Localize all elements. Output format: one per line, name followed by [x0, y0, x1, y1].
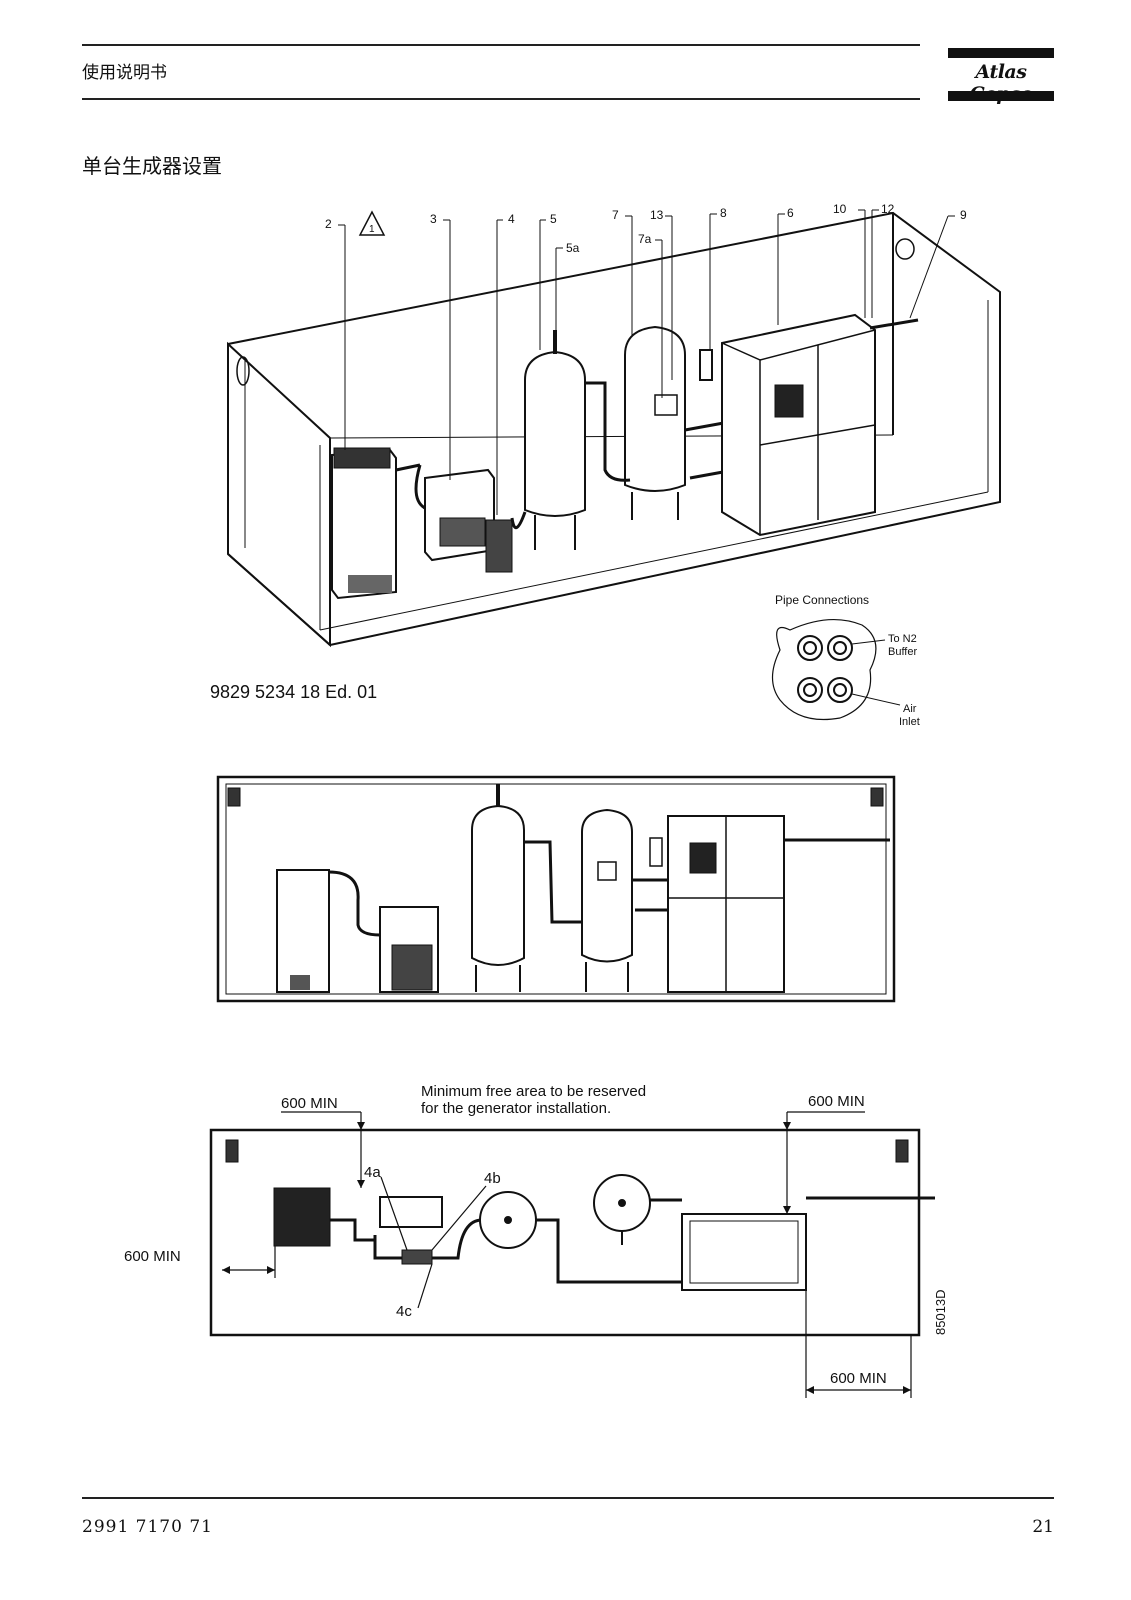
- pipe-connections-inset: Pipe Connections To N2 Buffer Air Inlet: [771, 593, 920, 728]
- callout-2: 2: [325, 217, 332, 231]
- section-title: 单台生成器设置: [82, 154, 222, 178]
- svg-text:Buffer: Buffer: [888, 646, 917, 658]
- callout-8: 8: [720, 206, 727, 220]
- callout-3: 3: [430, 212, 437, 226]
- dim-top-left: 600 MIN: [281, 1095, 338, 1112]
- callout-6: 6: [787, 206, 794, 220]
- container-outline: [227, 211, 1001, 648]
- filter-plan: [373, 1196, 483, 1265]
- dryer-unit: [331, 447, 421, 600]
- svg-text:Pipe Connections: Pipe Connections: [775, 593, 869, 607]
- drawing-number: 85013D: [933, 1289, 948, 1335]
- callout-7: 7: [612, 208, 619, 222]
- generator-plan: [681, 1196, 935, 1291]
- dryer-front: [276, 869, 381, 993]
- air-receiver-tank: [510, 330, 586, 550]
- warning-triangle-icon: [358, 210, 386, 236]
- isometric-layout-figure: 2 1 3 4 5 5a 7 13 7a 8 6 10 12 9 9829 52…: [210, 202, 1001, 728]
- outlet-filter: [684, 349, 747, 480]
- document-number: 2991 7170 71: [82, 1517, 213, 1537]
- dryer-plan: [273, 1187, 375, 1247]
- warning-number: 1: [369, 224, 375, 235]
- svg-text:To N2: To N2: [888, 633, 917, 645]
- callout-10: 10: [833, 202, 847, 216]
- header-bottom-rule: [82, 98, 920, 100]
- dim-bottom: 600 MIN: [830, 1370, 887, 1387]
- dim-left: 600 MIN: [124, 1248, 181, 1265]
- nitrogen-tank-plan: [593, 1174, 682, 1245]
- nitrogen-tank-front: [581, 808, 670, 992]
- page-number: 21: [1032, 1517, 1054, 1537]
- svg-text:Inlet: Inlet: [899, 716, 920, 728]
- callout-5a: 5a: [566, 241, 580, 255]
- label-4c: 4c: [396, 1303, 412, 1320]
- callout-13: 13: [650, 208, 664, 222]
- callout-leaders: [338, 209, 955, 515]
- callout-4: 4: [508, 212, 515, 226]
- filter-panel: [414, 464, 513, 573]
- label-4a: 4a: [364, 1164, 381, 1181]
- manual-title: 使用说明书: [82, 63, 167, 83]
- label-4b: 4b: [484, 1170, 501, 1187]
- callout-7a: 7a: [638, 232, 652, 246]
- filter-front: [379, 906, 439, 993]
- clearance-note-1: Minimum free area to be reserved: [421, 1083, 646, 1100]
- receiver-front: [471, 784, 582, 992]
- generator-front: [667, 815, 890, 993]
- header-top-rule: [82, 44, 920, 46]
- front-elevation-figure: [216, 775, 896, 1003]
- svg-text:Air: Air: [903, 703, 917, 715]
- drawing-reference: 9829 5234 18 Ed. 01: [210, 682, 377, 702]
- dim-top-right: 600 MIN: [808, 1093, 865, 1110]
- nitrogen-generator-cabinet: [721, 313, 876, 537]
- clearance-dimensions: [222, 1111, 912, 1398]
- callout-5: 5: [550, 212, 557, 226]
- receiver-plan: [479, 1191, 682, 1284]
- nitrogen-tank: [585, 325, 686, 520]
- outlet-pipe: [869, 318, 919, 330]
- callout-12: 12: [881, 202, 895, 216]
- clearance-note-2: for the generator installation.: [421, 1100, 611, 1117]
- atlas-copco-logo: Atlas Copco: [948, 48, 1054, 105]
- outlet-valve-front: [649, 837, 663, 867]
- callout-9: 9: [960, 208, 967, 222]
- plan-view-figure: 600 MIN Minimum free area to be reserved…: [124, 1083, 948, 1398]
- footer-rule: [82, 1497, 1054, 1499]
